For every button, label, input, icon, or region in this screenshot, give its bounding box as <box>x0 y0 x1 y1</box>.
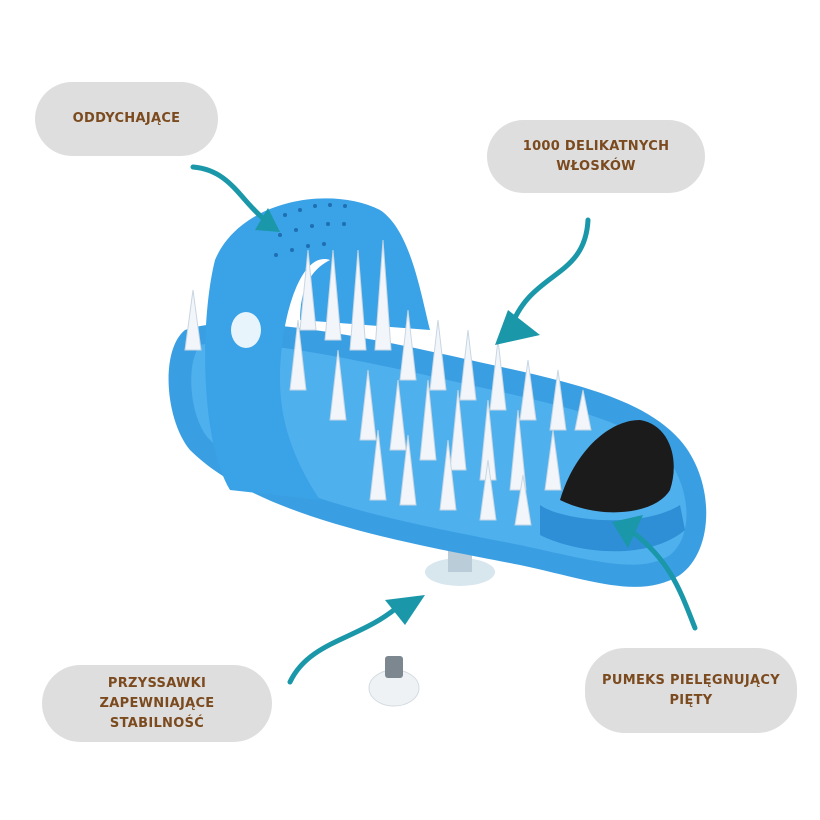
label-text: PIĘTY <box>669 692 713 708</box>
label-text: ODDYCHAJĄCE <box>72 111 181 126</box>
label-bristles: 1000 DELIKATNYCH WŁOSKÓW <box>487 120 705 193</box>
slipper-strap <box>205 198 430 500</box>
label-breathable: ODDYCHAJĄCE <box>35 82 218 156</box>
label-text: ZAPEWNIAJĄCE <box>99 695 215 711</box>
label-text: WŁOSKÓW <box>556 158 636 174</box>
label-pumice: PUMEKS PIELĘGNUJĄCY PIĘTY <box>585 648 797 733</box>
label-text: 1000 DELIKATNYCH <box>522 138 670 154</box>
suction-cup <box>368 656 420 707</box>
arrow-bristles <box>507 217 591 333</box>
arrow-suction <box>287 602 403 685</box>
suction-cup-under <box>425 548 495 586</box>
arrow-breathable <box>190 164 268 223</box>
pumice-stone <box>560 420 674 513</box>
bristles <box>184 239 592 526</box>
label-text: PUMEKS PIELĘGNUJĄCY <box>602 672 780 688</box>
label-text: PRZYSSAWKI <box>107 675 207 691</box>
label-text: STABILNOŚĆ <box>109 715 205 731</box>
arrows <box>190 164 698 685</box>
label-suction: PRZYSSAWKI ZAPEWNIAJĄCE STABILNOŚĆ <box>42 665 272 742</box>
arrow-pumice <box>627 527 698 631</box>
